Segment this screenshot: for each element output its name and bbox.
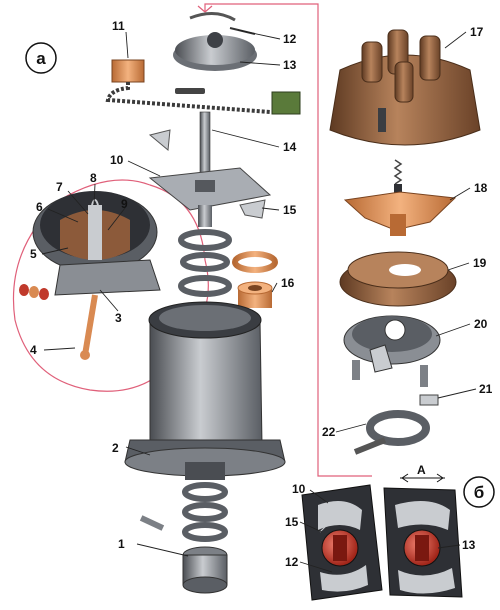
callout-3: 3: [115, 311, 122, 325]
callout-14: 14: [283, 140, 297, 154]
callout-20: 20: [474, 317, 488, 331]
detail-callout-10: 10: [292, 482, 306, 496]
dust-shield: [339, 251, 457, 307]
callout-6: 6: [36, 200, 43, 214]
callout-13: 13: [283, 58, 297, 72]
vacuum-connector-wire: [105, 59, 301, 115]
breaker-plate-assembly: [173, 12, 257, 94]
callout-5: 5: [30, 247, 37, 261]
callout-7: 7: [56, 180, 63, 194]
panel-marker-a: а: [25, 42, 57, 74]
callout-2: 2: [112, 441, 119, 455]
washer-stack-lower: [182, 482, 228, 542]
washer-stack-upper: [178, 229, 232, 297]
callout-22: 22: [322, 425, 336, 439]
drive-coupling: [182, 546, 228, 594]
callout-11: 11: [112, 19, 125, 33]
detail-b-right-view: [383, 473, 463, 598]
callout-19: 19: [473, 256, 487, 270]
callout-16: 16: [281, 276, 295, 290]
detail-b-left-view: [301, 484, 383, 601]
distributor-housing: [124, 301, 286, 480]
callout-15: 15: [283, 203, 297, 217]
callout-numbers: 1 2 3 4 5 6 7 8 9 10 11 12 13 14 15 16 1…: [30, 19, 493, 569]
vacuum-advance-cutaway: [19, 191, 161, 360]
callout-12: 12: [283, 32, 297, 46]
small-washers-left: [19, 284, 49, 300]
callout-21: 21: [479, 382, 493, 396]
coupling-pin: [139, 515, 165, 531]
detail-callout-15: 15: [285, 515, 299, 529]
detail-callout-12: 12: [285, 555, 299, 569]
callout-8: 8: [90, 171, 97, 185]
callout-17: 17: [470, 25, 484, 39]
distributor-cap: [329, 29, 481, 146]
panel-marker-b: б: [463, 476, 495, 508]
copper-bushings: [232, 251, 278, 308]
rotor: [343, 191, 457, 236]
callout-10: 10: [110, 153, 124, 167]
callout-18: 18: [474, 181, 488, 195]
breaker-plate: [343, 315, 441, 387]
detail-callout-13: 13: [462, 538, 476, 552]
panel-label-b: б: [474, 483, 485, 502]
screw-and-washer: [419, 394, 439, 406]
bearing-with-bracket: [353, 410, 430, 455]
center-contact-spring: [393, 159, 403, 194]
centrifugal-weights-plate: [148, 129, 272, 227]
callout-1: 1: [118, 537, 125, 551]
leader-lines: [41, 29, 477, 573]
panel-label-a: а: [36, 49, 46, 68]
callout-4: 4: [30, 343, 37, 357]
callout-9: 9: [121, 197, 128, 211]
dimension-a-label: A: [417, 463, 426, 477]
